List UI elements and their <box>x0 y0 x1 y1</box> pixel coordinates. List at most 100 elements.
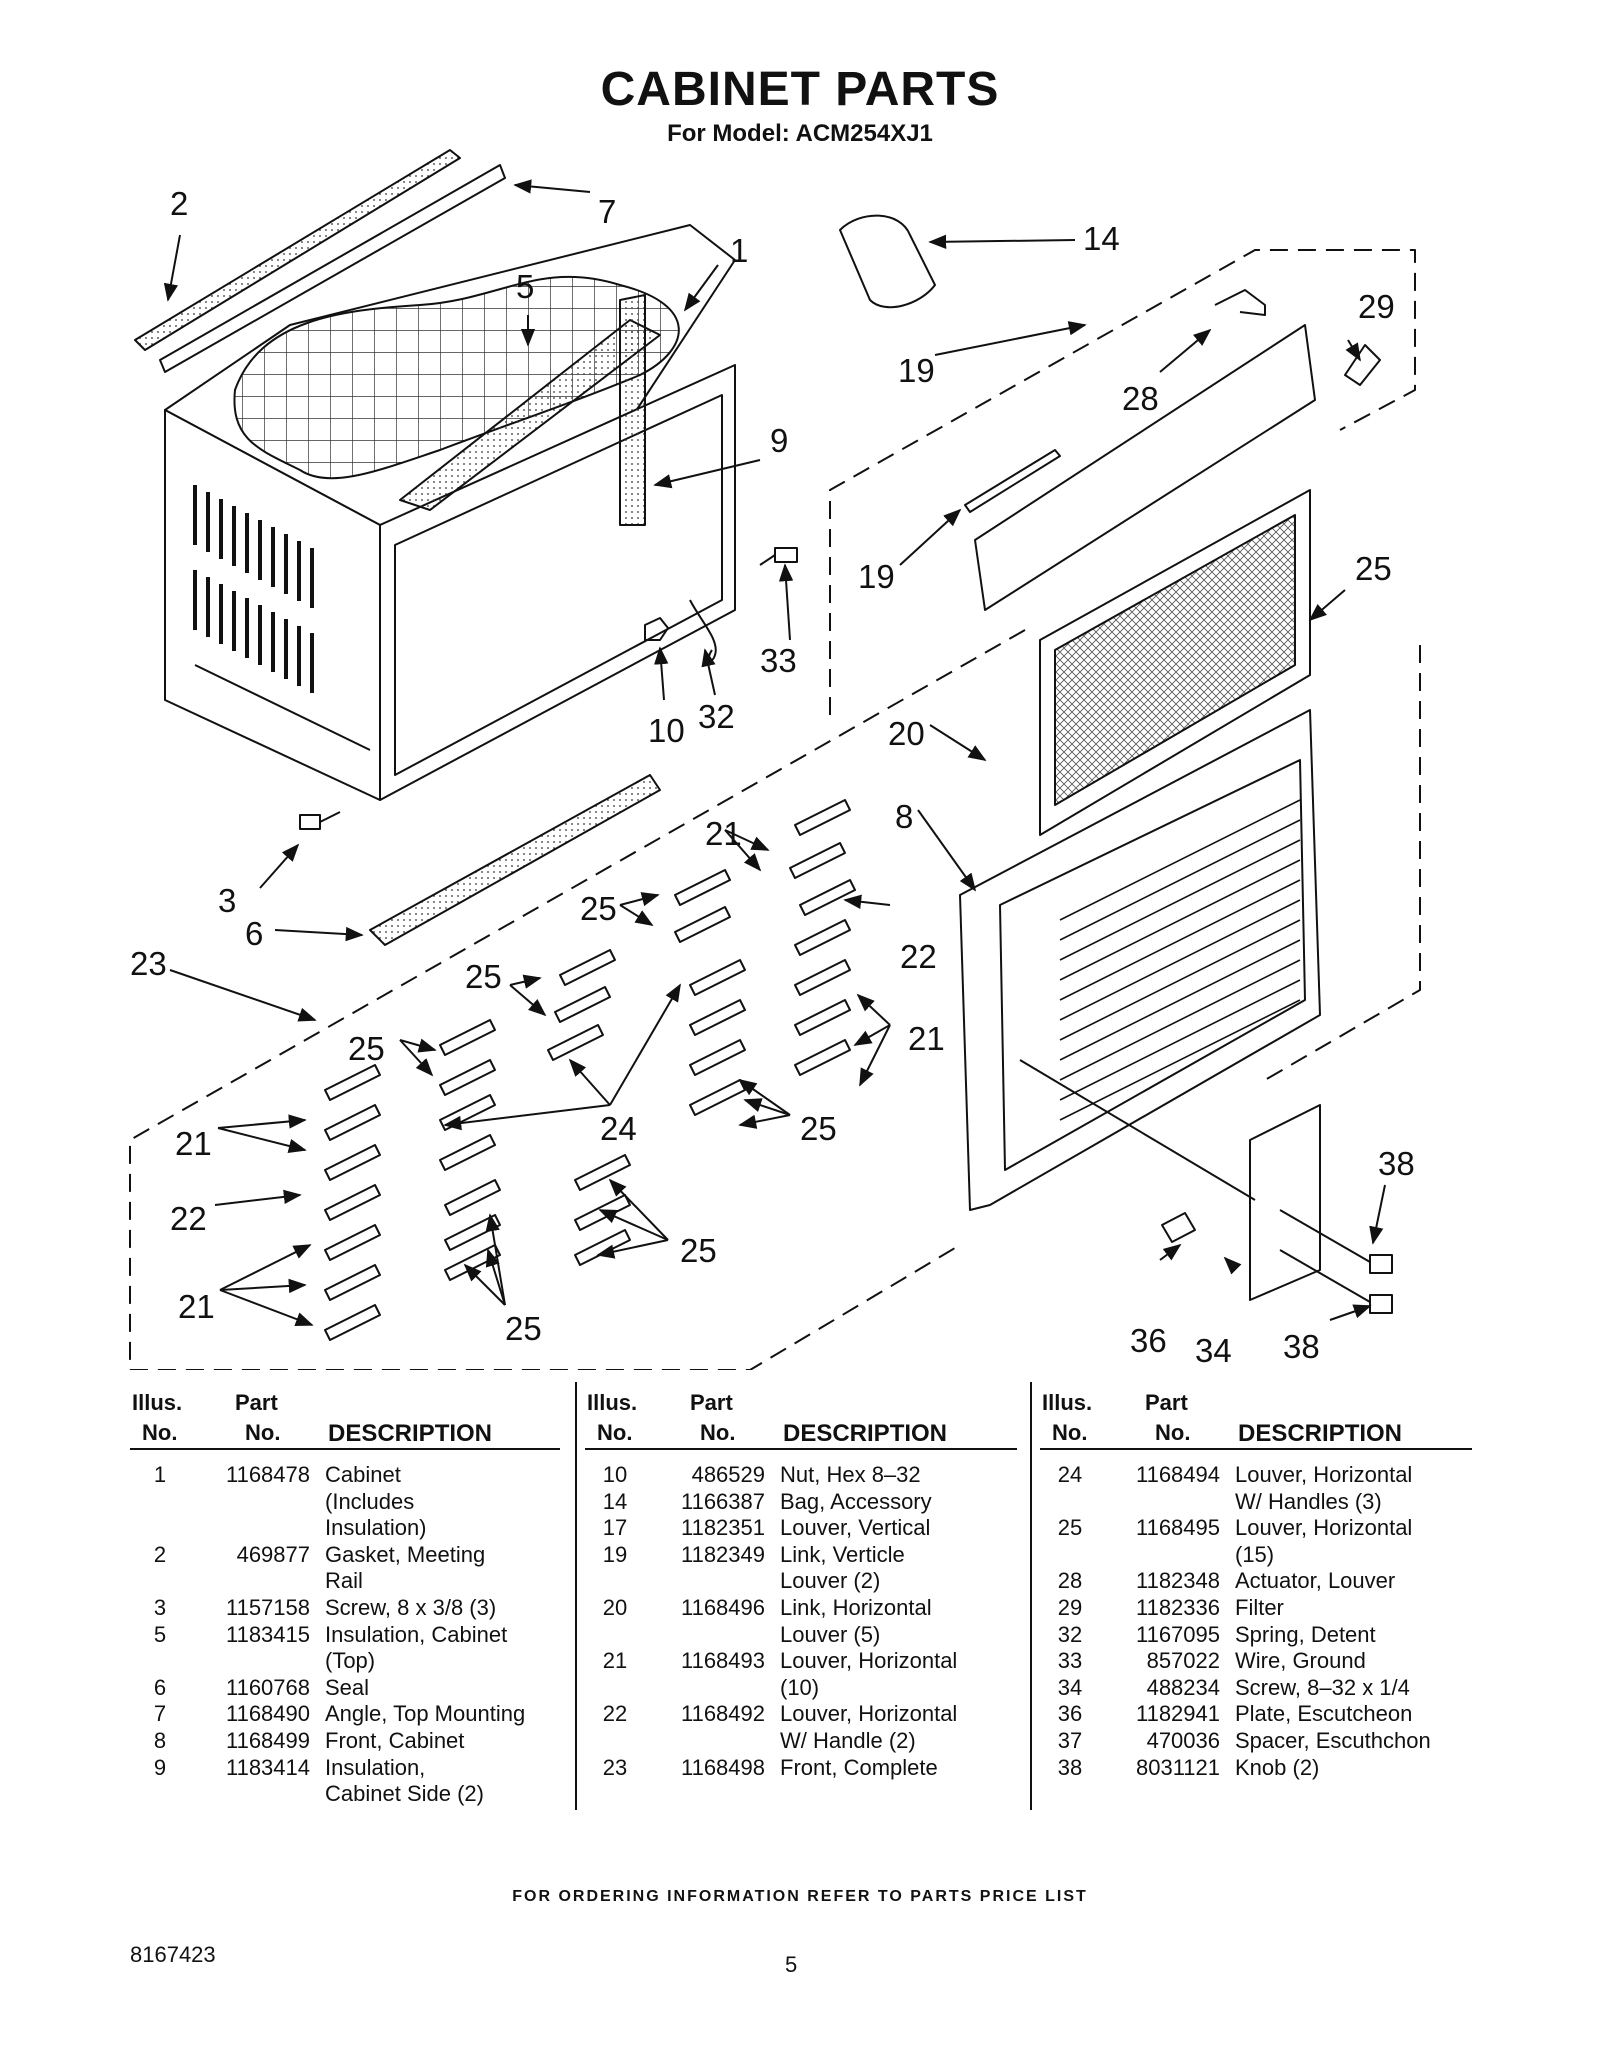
louver-blade <box>794 919 851 956</box>
table-row: Louver (5) <box>585 1622 1017 1649</box>
part-number: 1157158 <box>225 1594 310 1620</box>
illus-number: 19 <box>602 1541 628 1567</box>
louver-blade <box>324 1144 381 1181</box>
screw-part-34 <box>759 547 798 566</box>
part-number: 1182351 <box>680 1515 765 1541</box>
callout-25: 25 <box>465 958 502 995</box>
part-number: 857022 <box>1146 1648 1220 1674</box>
illus-number: 37 <box>1057 1727 1083 1753</box>
illus-number: 8 <box>153 1727 167 1753</box>
part-number: 469877 <box>236 1541 310 1567</box>
part-description: Louver, Horizontal <box>1235 1515 1413 1541</box>
louver-blade <box>799 879 856 916</box>
part-description: Insulation, <box>325 1754 426 1780</box>
louver-blade <box>554 986 611 1023</box>
header-part: Part <box>690 1390 733 1415</box>
part-description: Nut, Hex 8–32 <box>780 1462 921 1487</box>
illus-number: 24 <box>1057 1462 1083 1487</box>
callout-37: 36 <box>1130 1322 1167 1359</box>
callout-38: 38 <box>1378 1145 1415 1182</box>
part-number: 1168496 <box>680 1594 765 1620</box>
callout-20: 20 <box>888 715 925 752</box>
cabinet-drawing <box>164 224 736 801</box>
table-row: 23 1168498 Front, Complete <box>585 1755 1017 1782</box>
illus-number: 36 <box>1057 1701 1083 1727</box>
louver-blade <box>324 1224 381 1261</box>
part-description: Front, Complete <box>780 1754 938 1780</box>
table-row: W/ Handle (2) <box>585 1728 1017 1755</box>
header-illus: Illus. <box>587 1390 638 1415</box>
part-description: Plate, Escutcheon <box>1235 1701 1413 1727</box>
louver-blade <box>324 1304 381 1341</box>
header-illus: Illus. <box>132 1390 183 1415</box>
illus-number: 2 <box>153 1541 167 1567</box>
louver-blade <box>674 906 731 943</box>
callout-labels: 2 7 1 5 9 33 10 32 3 6 23 14 19 28 29 19… <box>130 185 1415 1369</box>
table-row: (10) <box>585 1675 1017 1702</box>
part-number: 1167095 <box>1135 1621 1220 1647</box>
table-header: Illus. No. Part No. DESCRIPTION <box>130 1382 560 1450</box>
callout-25: 25 <box>800 1110 837 1147</box>
spacer <box>1161 1212 1196 1243</box>
louver-blade <box>794 999 851 1036</box>
table-header: Illus. No. Part No. DESCRIPTION <box>1040 1382 1472 1450</box>
part-description: Louver, Horizontal <box>780 1648 958 1674</box>
callout-22: 22 <box>170 1200 207 1237</box>
callout-32: 29 <box>1358 288 1395 325</box>
illus-number: 23 <box>602 1754 628 1780</box>
louver-blade <box>324 1264 381 1301</box>
header-description: DESCRIPTION <box>1238 1420 1403 1447</box>
illus-number: 28 <box>1057 1568 1083 1594</box>
part-number: 1168494 <box>1135 1462 1220 1487</box>
illus-number: 7 <box>153 1701 167 1727</box>
model-subtitle: For Model: ACM254XJ1 <box>667 120 933 147</box>
callout-34: 33 <box>760 642 797 679</box>
part-number: 1183415 <box>225 1621 310 1647</box>
callout-25: 25 <box>680 1232 717 1269</box>
part-number: 1168492 <box>680 1701 765 1727</box>
louver-blade <box>789 842 846 879</box>
louver-blade <box>559 949 616 986</box>
part-description: Gasket, Meeting <box>325 1541 486 1567</box>
louver-blade <box>794 1039 851 1076</box>
knob-upper <box>1279 1209 1393 1274</box>
callout-28: 28 <box>1122 380 1159 417</box>
illus-number: 17 <box>602 1515 628 1541</box>
header-part: Part <box>235 1390 278 1415</box>
part-description: Insulation, Cabinet <box>325 1621 508 1647</box>
callout-21: 21 <box>178 1288 215 1325</box>
illus-number: 33 <box>1057 1648 1083 1674</box>
part-description: (Includes <box>325 1488 415 1514</box>
illus-number: 14 <box>602 1488 628 1514</box>
callout-9: 9 <box>770 422 788 459</box>
illus-number: 25 <box>1057 1515 1083 1541</box>
vertical-link <box>964 449 1061 513</box>
callout-1: 1 <box>730 232 748 269</box>
table-row: (15) <box>1040 1542 1472 1569</box>
part-number: 8031121 <box>1135 1754 1220 1780</box>
part-number: 1168498 <box>680 1754 765 1780</box>
table-row: (Includes <box>130 1489 560 1516</box>
illus-number: 29 <box>1057 1594 1083 1620</box>
table-row: Cabinet Side (2) <box>130 1781 560 1808</box>
callout-3: 3 <box>218 882 236 919</box>
part-number: 1182336 <box>1135 1594 1220 1620</box>
seal-strip <box>369 774 661 946</box>
louver-blade <box>547 1024 604 1061</box>
illus-number: 1 <box>153 1462 167 1487</box>
louver-blade <box>794 959 851 996</box>
part-description: Spring, Detent <box>1235 1621 1376 1647</box>
part-description: Link, Horizontal <box>780 1594 932 1620</box>
callout-38: 38 <box>1283 1328 1320 1365</box>
part-number: 486529 <box>691 1462 765 1487</box>
callout-25: 25 <box>348 1030 385 1067</box>
accessory-bag <box>839 214 936 309</box>
